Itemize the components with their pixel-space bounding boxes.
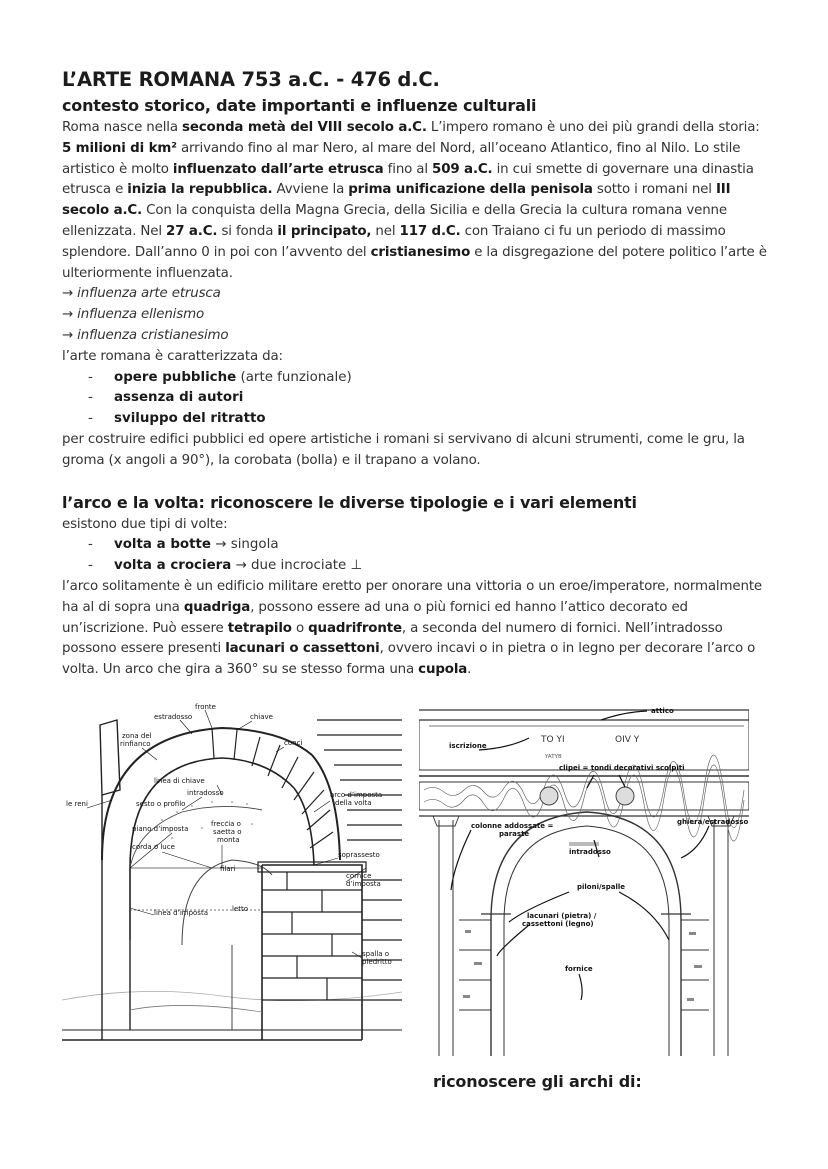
label-estradosso: estradosso [154, 713, 192, 721]
influences-list: → influenza arte etrusca → influenza ell… [62, 284, 772, 346]
caption-recognize-arches: riconoscere gli archi di: [433, 1072, 642, 1091]
label-piloni: piloni/spalle [577, 883, 625, 891]
triumphal-arch-diagram: TO YI OIV Y YATYB attico iscrizione clip… [419, 707, 749, 1056]
section-heading-arch: l’arco e la volta: riconoscere le divers… [62, 492, 637, 512]
label-colonne-1: colonne addossate = [471, 822, 553, 830]
label-clipei: clipei = tondi decorativi scolpiti [559, 764, 685, 772]
inscription-small: YATYB [544, 754, 562, 760]
arch-structure-diagram: fronte estradosso chiave zona del rinfia… [62, 703, 402, 1041]
characteristics-list: opere pubbliche (arte funzionale) assenz… [62, 368, 772, 430]
label-cornice-2: d’imposta [346, 880, 381, 888]
section-heading-context: contesto storico, date importanti e infl… [62, 96, 537, 115]
label-fronte: fronte [195, 703, 216, 711]
label-cornice-1: cornice [346, 872, 371, 880]
label-sesto: sesto o profilo [136, 800, 185, 808]
label-corda: corda o luce [132, 843, 175, 851]
label-spalla-1: spalla o [362, 950, 389, 958]
label-arco-imposta-2: della volta [335, 799, 372, 807]
history-paragraph: Roma nasce nella seconda metà del VIII s… [62, 120, 767, 281]
label-colonne-2: paraste [499, 830, 529, 838]
label-iscrizione: iscrizione [449, 742, 487, 750]
label-ghiera: ghiera/estradosso [677, 818, 748, 826]
inscription-text-2: OIV Y [615, 735, 640, 745]
label-chiave: chiave [250, 713, 273, 721]
list-item: volta a botte → singola [88, 535, 772, 556]
label-conci: conci [284, 739, 302, 747]
label-spalla-2: piedritto [362, 958, 392, 966]
label-lacunari-1: lacunari (pietra) / [527, 912, 597, 920]
arch-paragraph: l’arco solitamente è un edificio militar… [62, 578, 763, 678]
label-rinfianco: rinfianco [120, 740, 151, 748]
influence-item: → influenza cristianesimo [62, 327, 229, 343]
label-soprassesto: soprassesto [338, 851, 380, 859]
label-freccia-2: saetta o [213, 828, 242, 836]
label-zona: zona del [122, 732, 152, 740]
influence-item: → influenza ellenismo [62, 307, 205, 323]
label-linea-chiave: linea di chiave [154, 777, 205, 785]
label-arco-imposta-1: arco d’imposta [330, 791, 382, 799]
label-freccia-1: freccia o [211, 820, 241, 828]
list-item: opere pubbliche (arte funzionale) [88, 368, 772, 389]
characterized-intro: l’arte romana è caratterizzata da: [62, 348, 283, 364]
label-linea-imposta: linea d’imposta [154, 909, 208, 917]
label-le-reni: le reni [66, 800, 88, 808]
label-intradosso: intradosso [569, 848, 611, 856]
text-column: L’ARTE ROMANA 753 a.C. - 476 d.C. contes… [62, 66, 772, 681]
label-fornice: fornice [565, 965, 593, 973]
label-piano-imposta: piano d’imposta [132, 825, 188, 833]
list-item: volta a crociera → due incrociate ⊥ [88, 556, 772, 577]
list-item: sviluppo del ritratto [88, 409, 772, 430]
label-attico: attico [651, 707, 674, 715]
vault-intro: esistono due tipi di volte: [62, 516, 228, 532]
label-intradosso: intradosso [187, 789, 224, 797]
label-filari: filari [220, 865, 236, 873]
vault-types-list: volta a botte → singola volta a crociera… [62, 535, 772, 577]
tools-paragraph: per costruire edifici pubblici ed opere … [62, 431, 745, 468]
label-letto: letto [232, 905, 248, 913]
label-freccia-3: monta [217, 836, 240, 844]
page-title: L’ARTE ROMANA 753 a.C. - 476 d.C. [62, 68, 440, 91]
list-item: assenza di autori [88, 388, 772, 409]
influence-item: → influenza arte etrusca [62, 286, 221, 302]
inscription-text-1: TO YI [540, 735, 565, 745]
label-lacunari-2: cassettoni (legno) [522, 920, 594, 928]
